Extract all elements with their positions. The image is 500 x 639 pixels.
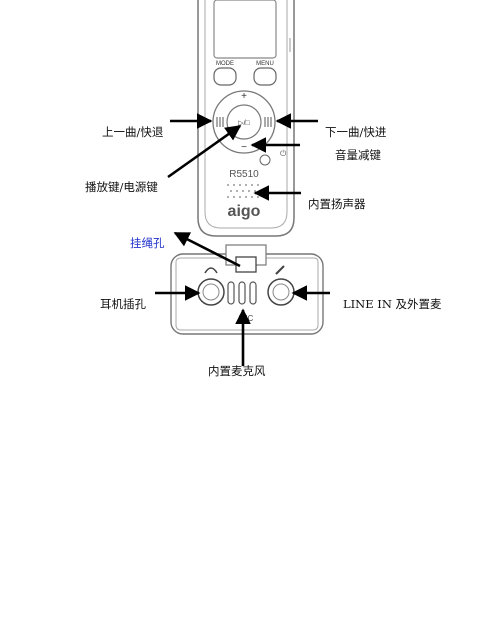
play-glyph: ▷/□ (238, 120, 250, 127)
microphone-icon (275, 265, 285, 275)
arrow-play-power (167, 124, 242, 179)
mode-label: MODE (216, 61, 234, 67)
label-speaker: 内置扬声器 (308, 197, 366, 211)
headphone-icon (204, 267, 218, 274)
label-earphone-jack: 耳机插孔 (100, 297, 146, 311)
menu-button[interactable] (253, 67, 277, 86)
record-icon (259, 154, 271, 166)
label-lanyard-hole: 挂绳孔 (130, 236, 165, 250)
brand-logo: aigo (228, 203, 261, 220)
next-key-marks (264, 117, 272, 127)
label-next: 下一曲/快进 (325, 125, 387, 139)
prev-key-marks (216, 117, 224, 127)
label-builtin-mic: 内置麦克风 (208, 364, 266, 378)
screen (213, 0, 277, 59)
mic-label: MIC (239, 314, 254, 323)
label-play-power: 播放键/电源键 (85, 180, 158, 194)
power-icon: ⏻ (280, 149, 287, 158)
model-label: R5510 (229, 169, 259, 180)
label-volume-down: 音量减键 (335, 148, 381, 162)
menu-label: MENU (256, 61, 274, 67)
mode-button[interactable] (213, 67, 237, 86)
speaker-grille (227, 184, 262, 198)
volume-up-key[interactable]: + (241, 91, 247, 102)
label-prev: 上一曲/快退 (102, 125, 164, 139)
volume-down-key[interactable]: − (241, 142, 247, 153)
arrow-lanyard (173, 231, 241, 268)
label-line-in: LINE IN 及外置麦 (343, 297, 442, 311)
callout-arrows (155, 113, 330, 366)
mic-grille (227, 281, 257, 305)
